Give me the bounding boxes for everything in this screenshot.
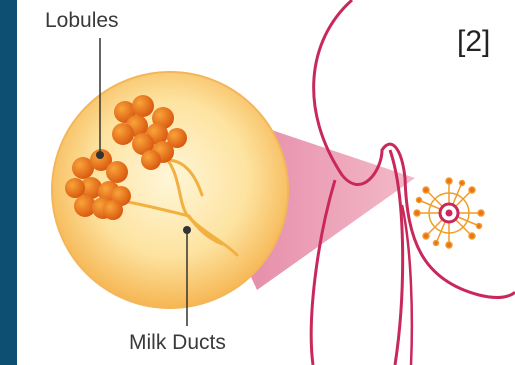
breast-anatomy-illustration: [17, 0, 515, 365]
lobules-label: Lobules: [45, 9, 119, 33]
reference-number: [2]: [457, 25, 490, 59]
milk-ducts-label: Milk Ducts: [129, 331, 226, 355]
nipple-lobule-cluster: [414, 178, 484, 248]
diagram-canvas: Lobules Milk Ducts [2]: [17, 0, 515, 365]
